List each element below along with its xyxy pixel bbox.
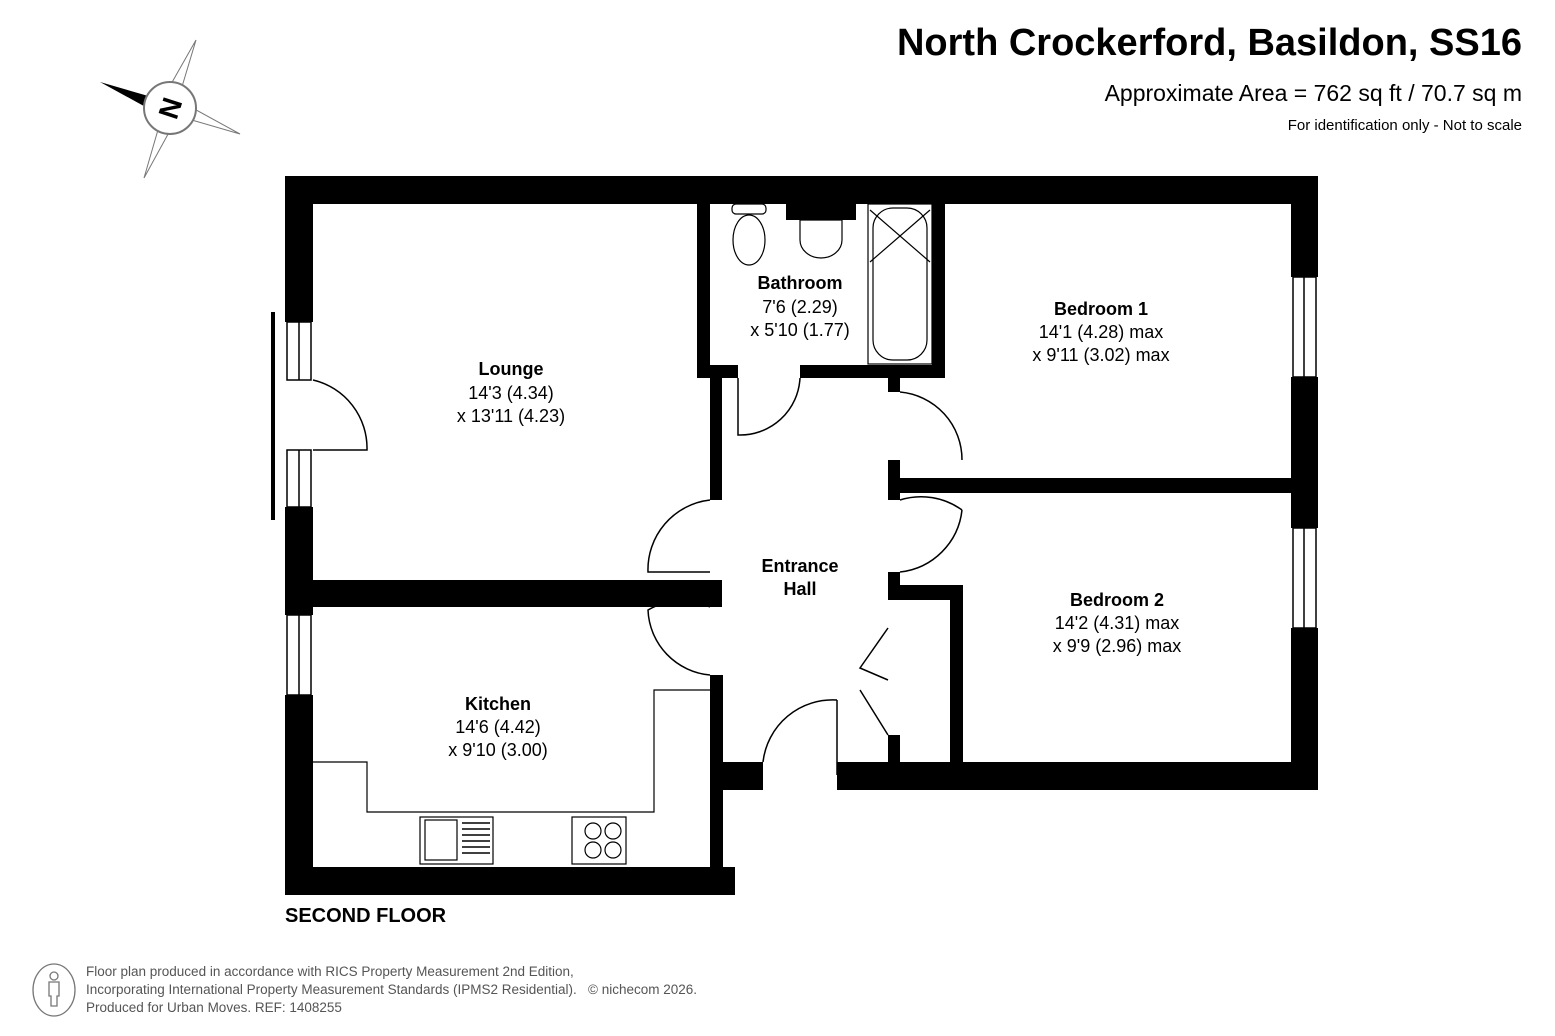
room-dim: x 5'10 (1.77) [750, 320, 850, 340]
walls [285, 176, 1318, 895]
fixtures [313, 203, 933, 865]
room-bathroom: Bathroom 7'6 (2.29) x 5'10 (1.77) [750, 273, 850, 340]
room-dim: x 9'11 (3.02) max [1032, 345, 1169, 365]
room-name: Bathroom [758, 273, 843, 293]
room-dim: 14'1 (4.28) max [1039, 322, 1164, 342]
footer-notes: Floor plan produced in accordance with R… [86, 963, 697, 1017]
room-bedroom-1: Bedroom 1 14'1 (4.28) max x 9'11 (3.02) … [1032, 299, 1169, 365]
footer-text: Incorporating International Property Mea… [86, 982, 577, 997]
doors [312, 377, 963, 775]
floor-label: SECOND FLOOR [285, 905, 447, 927]
footer-line: Incorporating International Property Mea… [86, 981, 697, 999]
room-name: Bedroom 2 [1070, 590, 1164, 610]
room-dim: 14'3 (4.34) [468, 383, 554, 403]
room-dim: 14'6 (4.42) [455, 717, 541, 737]
room-name: Bedroom 1 [1054, 299, 1148, 319]
room-name: Kitchen [465, 694, 531, 714]
room-bedroom-2: Bedroom 2 14'2 (4.31) max x 9'9 (2.96) m… [1053, 590, 1182, 656]
room-kitchen: Kitchen 14'6 (4.42) x 9'10 (3.00) [448, 694, 548, 760]
person-icon [32, 963, 76, 1017]
scale-note: For identification only - Not to scale [1287, 117, 1522, 134]
property-title: North Crockerford, Basildon, SS16 [896, 22, 1522, 64]
footer-line: Produced for Urban Moves. REF: 1408255 [86, 1000, 342, 1015]
room-lounge: Lounge 14'3 (4.34) x 13'11 (4.23) [457, 359, 565, 426]
room-dim: 7'6 (2.29) [762, 297, 837, 317]
room-dim: x 9'10 (3.00) [448, 740, 548, 760]
room-dim: x 9'9 (2.96) max [1053, 636, 1182, 656]
approximate-area: Approximate Area = 762 sq ft / 70.7 sq m [1104, 80, 1522, 106]
room-entrance-hall: Entrance Hall [761, 556, 838, 599]
room-name: Hall [783, 579, 816, 599]
windows [271, 276, 1317, 696]
footer-line: Floor plan produced in accordance with R… [86, 964, 574, 979]
room-name: Lounge [479, 359, 544, 379]
room-dim: 14'2 (4.31) max [1055, 613, 1180, 633]
copyright: © nichecom 2026. [588, 982, 698, 997]
compass-icon: N [100, 39, 241, 179]
room-dim: x 13'11 (4.23) [457, 406, 565, 426]
room-name: Entrance [761, 556, 838, 576]
